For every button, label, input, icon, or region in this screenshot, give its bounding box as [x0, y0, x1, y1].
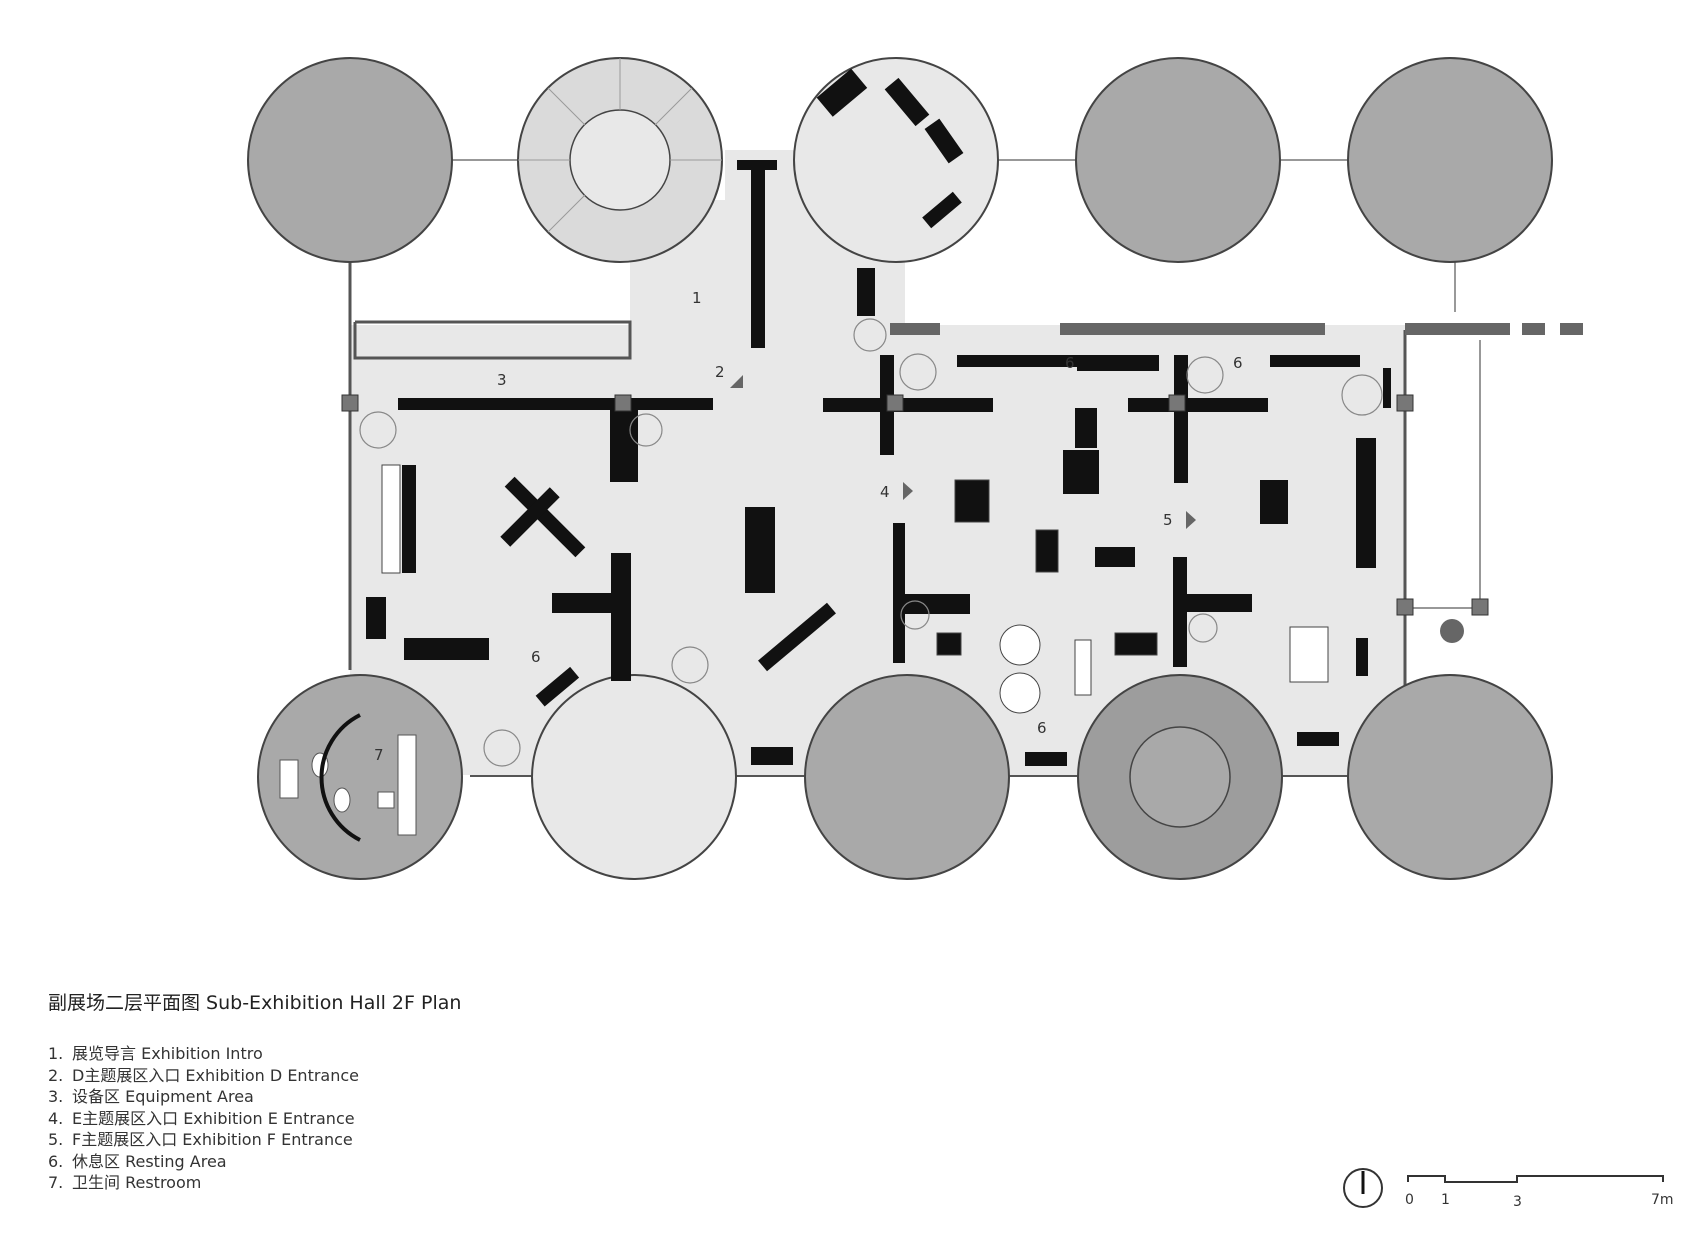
label-6c: 6 — [1233, 354, 1243, 372]
pillars — [341, 394, 1489, 616]
label-1: 1 — [692, 289, 702, 307]
display-tables — [381, 464, 1329, 714]
legend-text: 卫生间 Restroom — [72, 1173, 202, 1192]
column-pod — [1347, 674, 1553, 880]
legend-text: 设备区 Equipment Area — [72, 1087, 254, 1106]
legend-item: 5. F主题展区入口 Exhibition F Entrance — [48, 1129, 359, 1151]
label-5: 5 — [1163, 511, 1173, 529]
scale-tick-7: 7m — [1651, 1192, 1674, 1208]
label-4: 4 — [880, 483, 890, 501]
plants — [359, 318, 1383, 767]
scale-tick-0: 0 — [1405, 1192, 1414, 1208]
column-pod — [1347, 57, 1553, 263]
entrance-e-marker — [903, 482, 913, 500]
legend-num: 3. — [48, 1087, 64, 1106]
legend-text: E主题展区入口 Exhibition E Entrance — [72, 1108, 355, 1128]
label-6a: 6 — [531, 648, 541, 666]
scale-bar: 0 1 3 7m — [1405, 1175, 1674, 1210]
legend-item: 3. 设备区 Equipment Area — [48, 1086, 359, 1108]
legend-item: 6. 休息区 Resting Area — [48, 1151, 359, 1173]
north-arrow-icon — [1343, 1168, 1383, 1208]
legend-num: 6. — [48, 1151, 64, 1171]
label-6b: 6 — [1065, 354, 1075, 372]
legend-num: 4. — [48, 1108, 64, 1128]
entrance-d-marker — [730, 375, 743, 388]
round-column — [1440, 619, 1464, 643]
legend-item: 7. 卫生间 Restroom — [48, 1172, 359, 1194]
stair-core — [1129, 726, 1231, 828]
scale-tick-3: 3 — [1513, 1194, 1522, 1210]
floor-plan: 1 2 3 4 5 6 6 6 6 7 — [247, 57, 1583, 880]
column-pod — [247, 57, 453, 263]
legend-num: 7. — [48, 1173, 64, 1192]
column-pod — [1075, 57, 1281, 263]
legend-list: 1. 展览导言 Exhibition Intro 2. D主题展区入口 Exhibi… — [48, 1043, 359, 1194]
legend-num: 5. — [48, 1130, 64, 1149]
stair-treads — [518, 58, 722, 233]
entrance-f-marker — [1186, 511, 1196, 529]
legend-text: D主题展区入口 Exhibition D Entrance — [72, 1065, 360, 1085]
label-2: 2 — [715, 363, 725, 381]
wall-strips — [890, 323, 1583, 335]
restroom-partition — [319, 713, 361, 842]
legend-text: F主题展区入口 Exhibition F Entrance — [72, 1130, 353, 1149]
legend-num: 1. — [48, 1044, 64, 1063]
legend-text: 展览导言 Exhibition Intro — [72, 1044, 263, 1063]
display-pod — [531, 674, 737, 880]
legend-item: 4. E主题展区入口 Exhibition E Entrance — [48, 1108, 359, 1130]
label-3: 3 — [497, 371, 507, 389]
label-7: 7 — [374, 746, 384, 764]
drawing-title: 副展场二层平面图 Sub-Exhibition Hall 2F Plan — [48, 992, 462, 1014]
scale-tick-1: 1 — [1441, 1192, 1450, 1208]
restroom-fixtures — [279, 734, 417, 836]
label-6d: 6 — [1037, 719, 1047, 737]
legend-item: 2. D主题展区入口 Exhibition D Entrance — [48, 1065, 359, 1087]
legend-item: 1. 展览导言 Exhibition Intro — [48, 1043, 359, 1065]
legend-text: 休息区 Resting Area — [72, 1151, 227, 1171]
legend-num: 2. — [48, 1065, 64, 1085]
column-pod — [804, 674, 1010, 880]
